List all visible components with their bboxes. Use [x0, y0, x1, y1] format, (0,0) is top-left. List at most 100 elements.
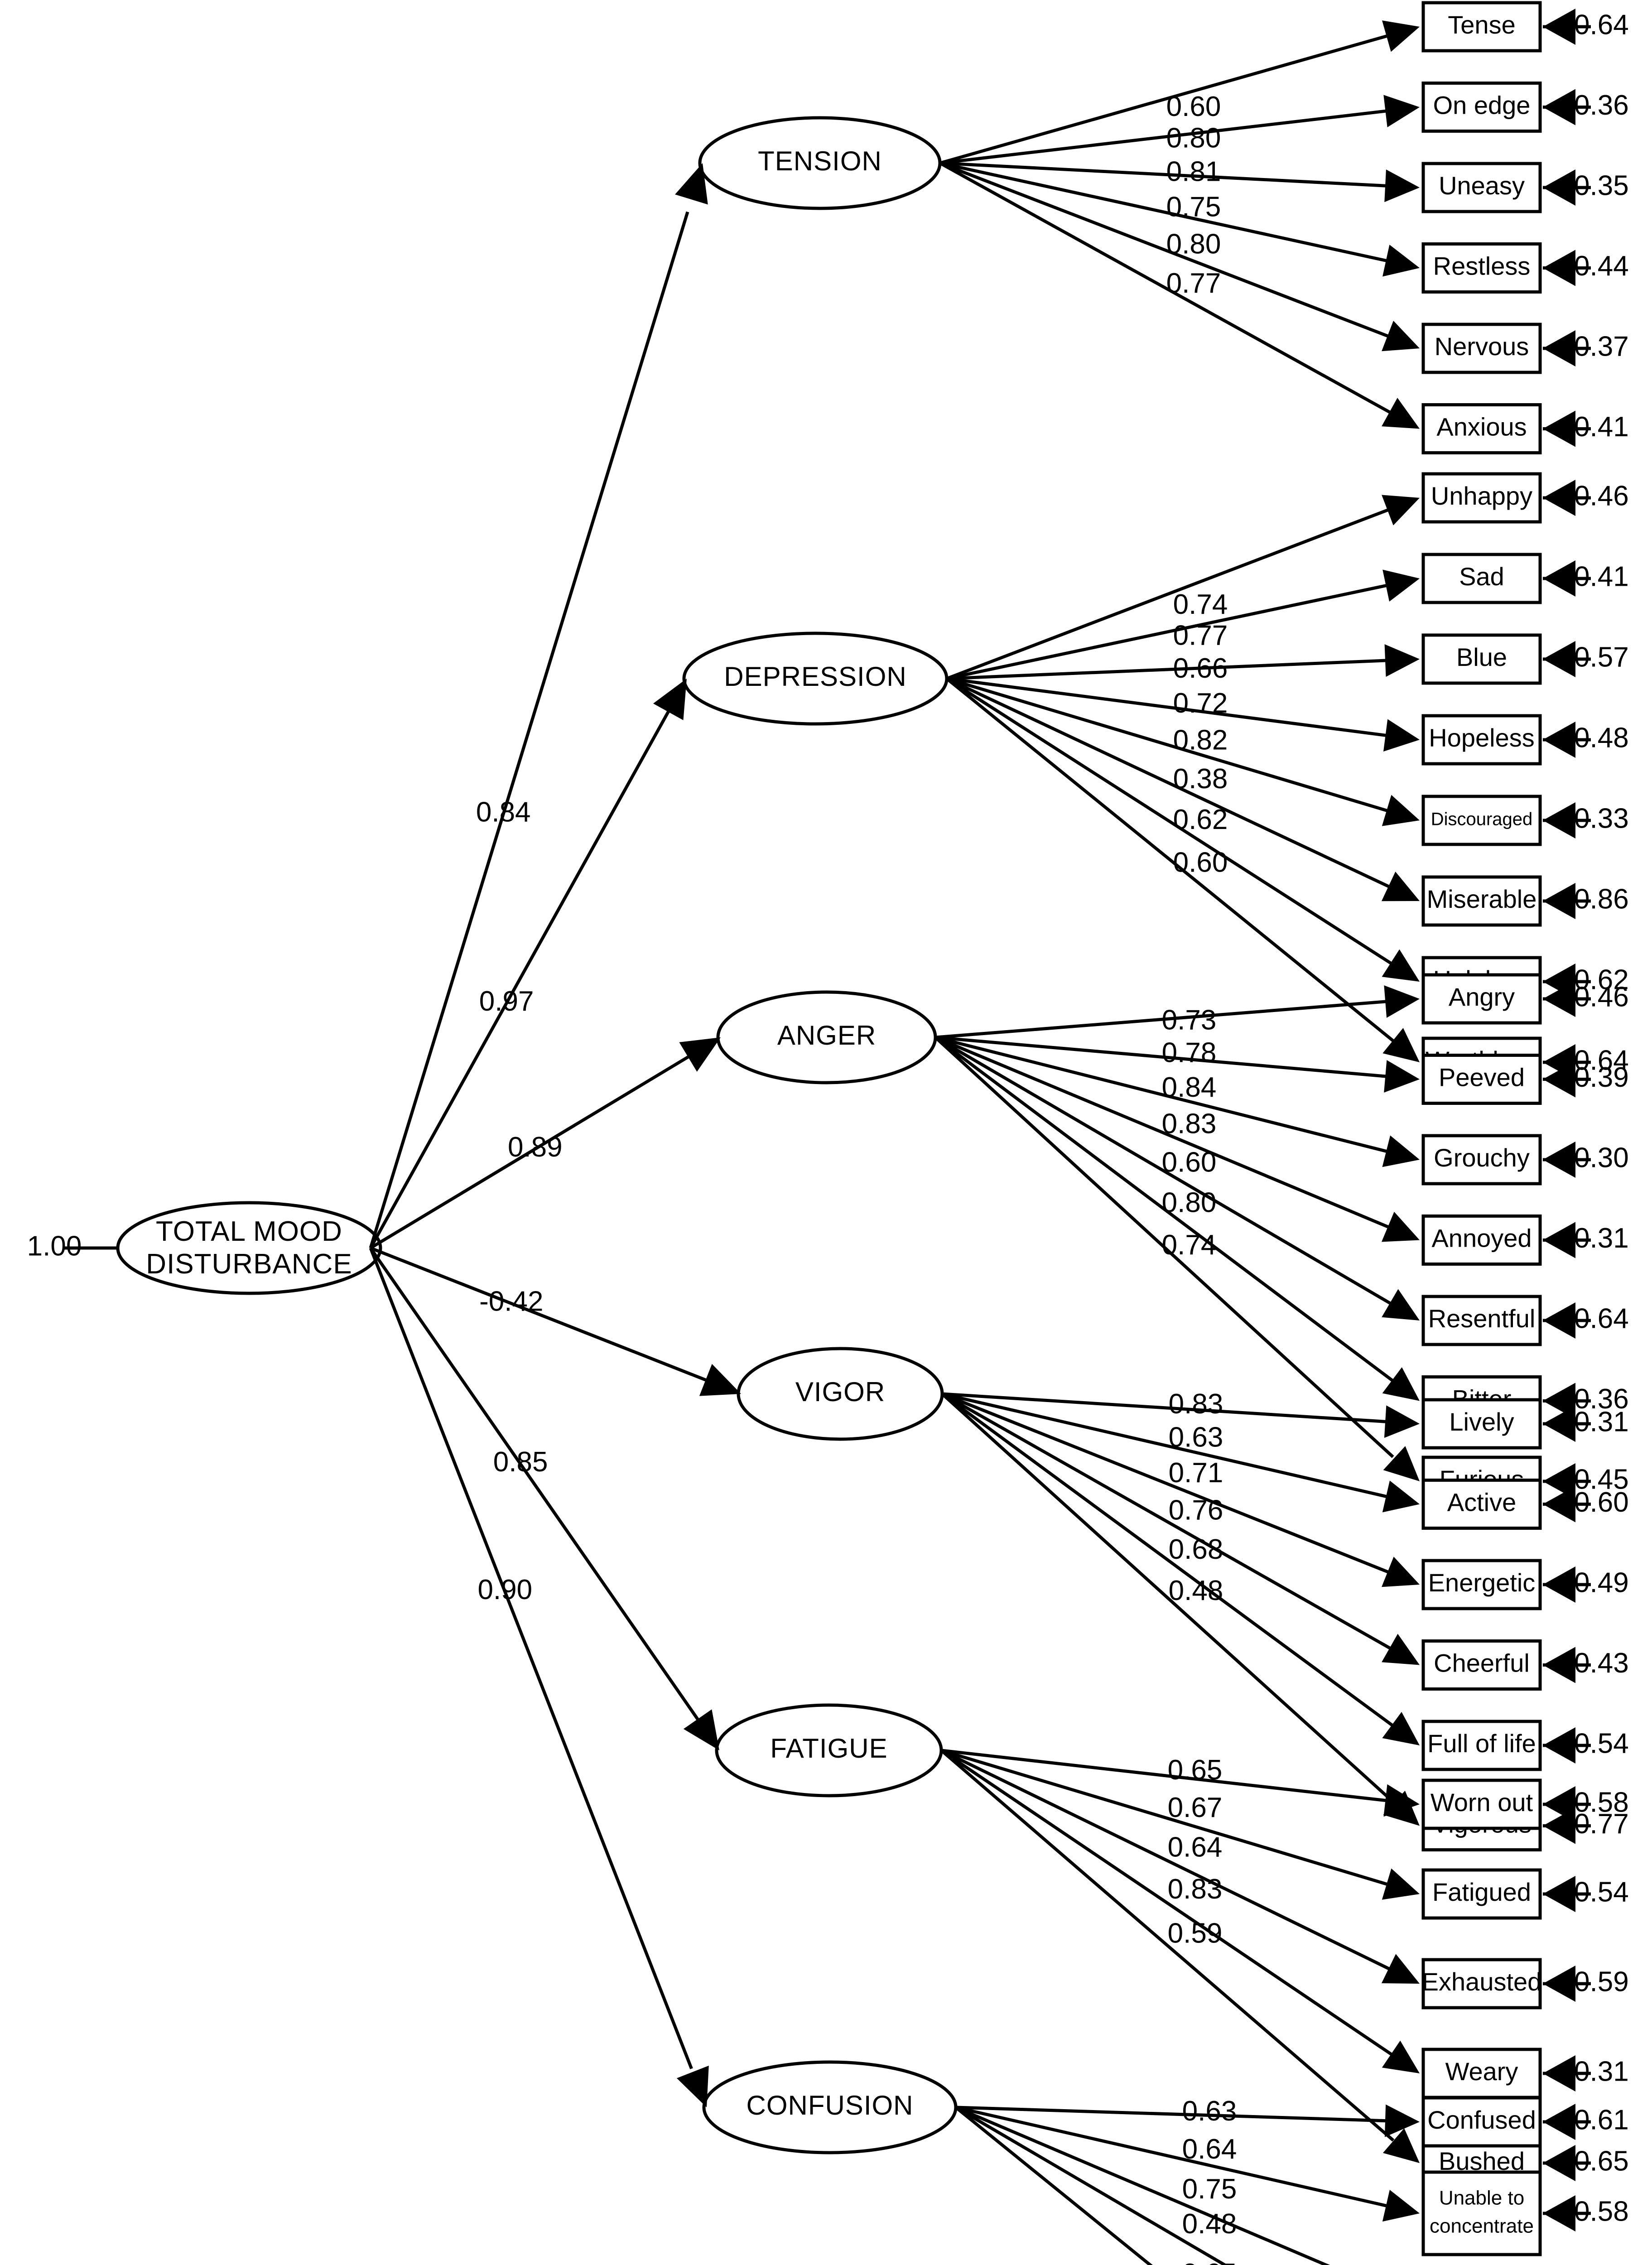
loading-edge	[942, 1392, 1394, 1424]
residual-value: 0.64	[1574, 1303, 1629, 1334]
loading-arrowhead	[1383, 1784, 1420, 1817]
residual-value: 0.36	[1574, 1383, 1629, 1415]
loading-value: 0.66	[1173, 653, 1228, 684]
loading-edge	[941, 1749, 1394, 1803]
residual-value: 0.36	[1574, 90, 1629, 121]
residual-arrowhead	[1543, 1786, 1575, 1822]
loading-arrowhead	[1384, 2104, 1420, 2137]
factor-ellipse[interactable]	[716, 990, 937, 1084]
loading-value: 0.83	[1169, 1388, 1223, 1420]
residual-arrowhead	[1543, 169, 1575, 206]
residual-arrowhead	[1543, 2055, 1575, 2092]
factor-ellipse[interactable]	[715, 1703, 943, 1798]
second-order-arrowhead	[699, 1364, 741, 1396]
loading-value: 0.48	[1169, 1575, 1223, 1606]
indicator-box	[1421, 403, 1542, 454]
loading-edge	[939, 161, 1394, 340]
indicator-label: Confused	[1427, 2106, 1536, 2134]
indicator-box	[1421, 1398, 1542, 1450]
indicator-label: On edge	[1433, 91, 1531, 119]
loading-arrowhead	[1382, 398, 1420, 429]
loading-arrowhead	[1382, 2128, 1420, 2163]
loading-arrowhead	[1382, 1289, 1420, 1320]
second-order-coefficient: 0.84	[476, 796, 531, 828]
factor-label: ANGER	[777, 1020, 876, 1051]
second-order-coefficient: 0.90	[477, 1574, 532, 1605]
loading-edge	[945, 677, 1395, 1043]
loading-value: 0.68	[1169, 1534, 1223, 1565]
indicator-label: Peeved	[1439, 1063, 1525, 1091]
indicator-label: Fatigued	[1432, 1878, 1531, 1906]
loading-edge	[946, 582, 1394, 680]
indicator-label: Exhausted	[1422, 1967, 1542, 1996]
residual-value: 0.41	[1574, 561, 1629, 592]
residual-arrowhead	[1543, 641, 1575, 677]
second-order-arrowhead	[653, 679, 687, 720]
loading-value: 0.63	[1182, 2096, 1237, 2127]
indicator-label: Weary	[1445, 2057, 1518, 2086]
loading-edge	[934, 1036, 1394, 1383]
residual-value: 0.46	[1574, 480, 1629, 511]
loading-value: 0.74	[1162, 1229, 1217, 1261]
residual-arrowhead	[1543, 802, 1575, 839]
loading-value: 0.77	[1166, 268, 1221, 299]
second-order-coefficient: 0.85	[493, 1446, 548, 1478]
loading-value: 0.64	[1168, 1832, 1223, 1863]
factor-ellipse[interactable]	[702, 2060, 958, 2154]
factor-ellipse[interactable]	[682, 631, 949, 726]
residual-arrowhead	[1543, 883, 1575, 919]
factor-label: VIGOR	[795, 1377, 885, 1407]
loading-arrowhead	[1382, 495, 1420, 525]
residual-arrowhead	[1543, 1727, 1575, 1764]
loading-value: 0.83	[1168, 1874, 1223, 1905]
loading-arrowhead	[1383, 95, 1420, 128]
residual-arrowhead	[1543, 2195, 1575, 2231]
indicator-box	[1421, 323, 1542, 374]
residual-value: 0.54	[1574, 1728, 1629, 1759]
residual-value: 0.30	[1574, 1142, 1629, 1173]
indicator-box	[1421, 1479, 1542, 1530]
loading-arrowhead	[1384, 1060, 1420, 1093]
residual-value: 0.46	[1574, 981, 1629, 1012]
indicator-label: Energetic	[1428, 1568, 1536, 1597]
loading-arrowhead	[1384, 1405, 1420, 1438]
loading-value: 0.67	[1168, 1792, 1223, 1823]
loading-arrowhead	[1382, 1480, 1420, 1513]
loading-arrowhead	[1382, 1367, 1420, 1401]
residual-value: 0.62	[1574, 964, 1629, 995]
loading-edge	[935, 1036, 1394, 1155]
indicator-box	[1421, 1054, 1542, 1105]
loading-edge	[941, 1392, 1394, 1652]
loading-arrowhead	[1382, 1711, 1420, 1745]
indicator-label: Blue	[1456, 643, 1507, 671]
loading-arrowhead	[1382, 245, 1420, 277]
loading-arrowhead	[1382, 321, 1420, 352]
residual-value: 0.59	[1574, 1966, 1629, 1997]
indicator-label: Cheerful	[1434, 1648, 1530, 1677]
indicator-box	[1421, 1295, 1542, 1346]
loading-value: 0.60	[1166, 91, 1221, 122]
residual-value: 0.45	[1574, 1464, 1629, 1495]
residual-value: 0.31	[1574, 1223, 1629, 1254]
loading-edge	[942, 1392, 1394, 1500]
residual-value: 0.48	[1574, 722, 1629, 753]
factor-ellipse[interactable]	[698, 116, 942, 210]
loading-value: 0.59	[1168, 1918, 1223, 1949]
loading-edge	[955, 2106, 1394, 2123]
loading-edge	[940, 1749, 1394, 1888]
second-order-arrowhead	[675, 163, 708, 205]
loading-value: 0.65	[1182, 2258, 1237, 2265]
residual-value: 0.44	[1574, 251, 1629, 282]
residual-arrowhead	[1543, 1876, 1575, 1912]
indicator-box	[1421, 2170, 1542, 2256]
loading-edge	[946, 677, 1394, 814]
factor-label: CONFUSION	[747, 2090, 914, 2120]
loading-value: 0.60	[1162, 1147, 1217, 1178]
loading-edge	[954, 2106, 1153, 2265]
loading-value: 0.48	[1182, 2208, 1237, 2240]
loading-edge	[955, 2106, 1395, 2209]
second-order-edge	[369, 703, 674, 1249]
second-order-edge	[370, 1246, 725, 1389]
indicator-label: Angry	[1449, 983, 1515, 1011]
